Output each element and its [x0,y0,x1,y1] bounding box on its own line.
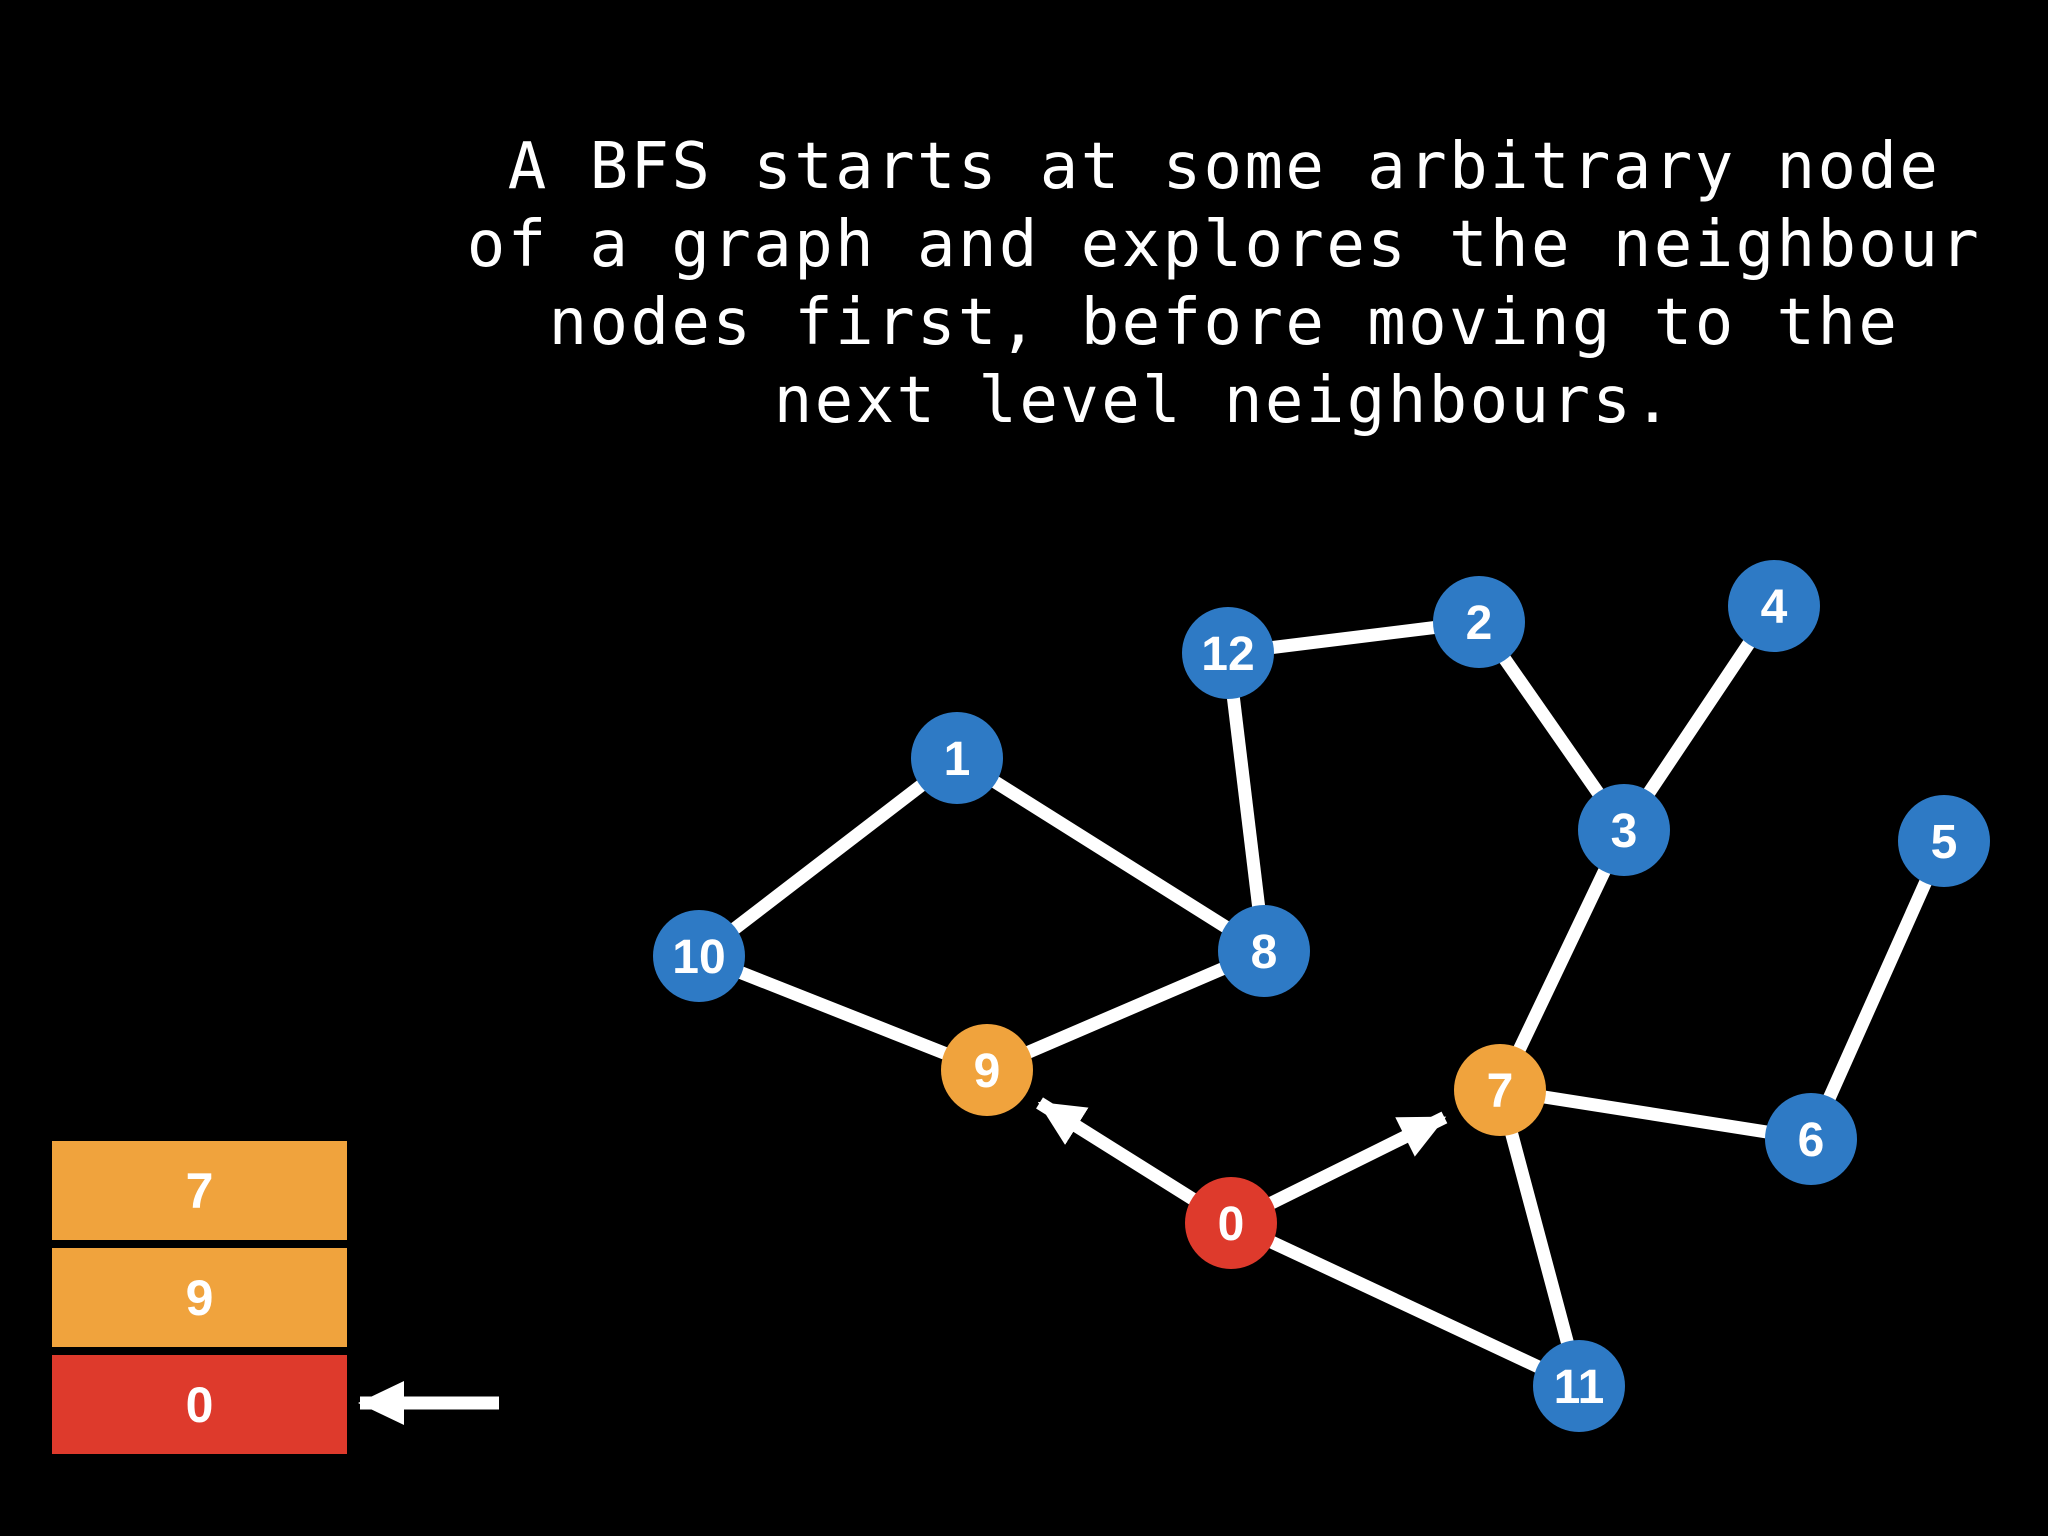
node-label-11: 11 [1554,1361,1605,1414]
edges-layer [695,602,1950,1392]
edge-10-1 [695,752,961,962]
node-circle-9 [941,1024,1033,1116]
node-label-10: 10 [672,931,725,984]
queue-slot-9 [52,1248,347,1347]
node-circle-1 [911,712,1003,804]
graph-node-6: 6 [1765,1093,1857,1185]
queue-slot-label-7: 7 [186,1163,214,1219]
node-circle-12 [1182,607,1274,699]
queue-layer: 7 9 0 [52,1141,499,1454]
node-circle-4 [1728,560,1820,652]
title-line-2: of a graph and explores the neighbour [466,208,1982,282]
graph-node-7: 7 [1454,1044,1546,1136]
graph-node-11: 11 [1533,1340,1625,1432]
node-label-4: 4 [1761,581,1788,634]
graph-node-5: 5 [1898,795,1990,887]
graph-node-3: 3 [1578,784,1670,876]
node-label-7: 7 [1487,1065,1514,1118]
node-circle-8 [1218,905,1310,997]
node-circle-5 [1898,795,1990,887]
graph-node-0: 0 [1185,1177,1277,1269]
node-circle-3 [1578,784,1670,876]
edge-6-5 [1805,838,1950,1142]
node-label-9: 9 [974,1045,1001,1098]
graph-node-1: 1 [911,712,1003,804]
node-circle-0 [1185,1177,1277,1269]
node-label-2: 2 [1466,597,1493,650]
edge-8-12 [1221,652,1271,952]
graph-node-8: 8 [1218,905,1310,997]
graph-node-12: 12 [1182,607,1274,699]
node-label-12: 12 [1201,628,1254,681]
graph-node-10: 10 [653,910,745,1002]
title-line-3: nodes first, before moving to the [548,286,1900,360]
queue-slot-label-0: 0 [186,1377,214,1433]
edge-7-11 [1493,1088,1586,1388]
edge-7-6 [1498,1083,1813,1146]
title-line-4: next level neighbours. [773,364,1675,438]
node-circle-7 [1454,1044,1546,1136]
node-label-5: 5 [1931,816,1958,869]
graph-node-4: 4 [1728,560,1820,652]
queue-slot-label-9: 9 [186,1270,214,1326]
graph-node-9: 9 [941,1024,1033,1116]
node-label-0: 0 [1218,1198,1245,1251]
edge-3-7 [1494,827,1630,1093]
node-circle-10 [653,910,745,1002]
edge-1-8 [953,752,1268,957]
queue-slot-7 [52,1141,347,1240]
node-label-1: 1 [944,733,971,786]
node-label-6: 6 [1798,1114,1825,1167]
edge-10-9 [696,949,990,1077]
edge-0-11 [1228,1217,1582,1392]
node-label-3: 3 [1611,805,1638,858]
node-circle-11 [1533,1340,1625,1432]
title-line-1: A BFS starts at some arbitrary node [507,130,1941,204]
node-label-8: 8 [1251,926,1278,979]
node-circle-2 [1433,576,1525,668]
graph-node-2: 2 [1433,576,1525,668]
node-circle-6 [1765,1093,1857,1185]
edge-9-8 [984,945,1267,1076]
queue-slot-0 [52,1355,347,1454]
